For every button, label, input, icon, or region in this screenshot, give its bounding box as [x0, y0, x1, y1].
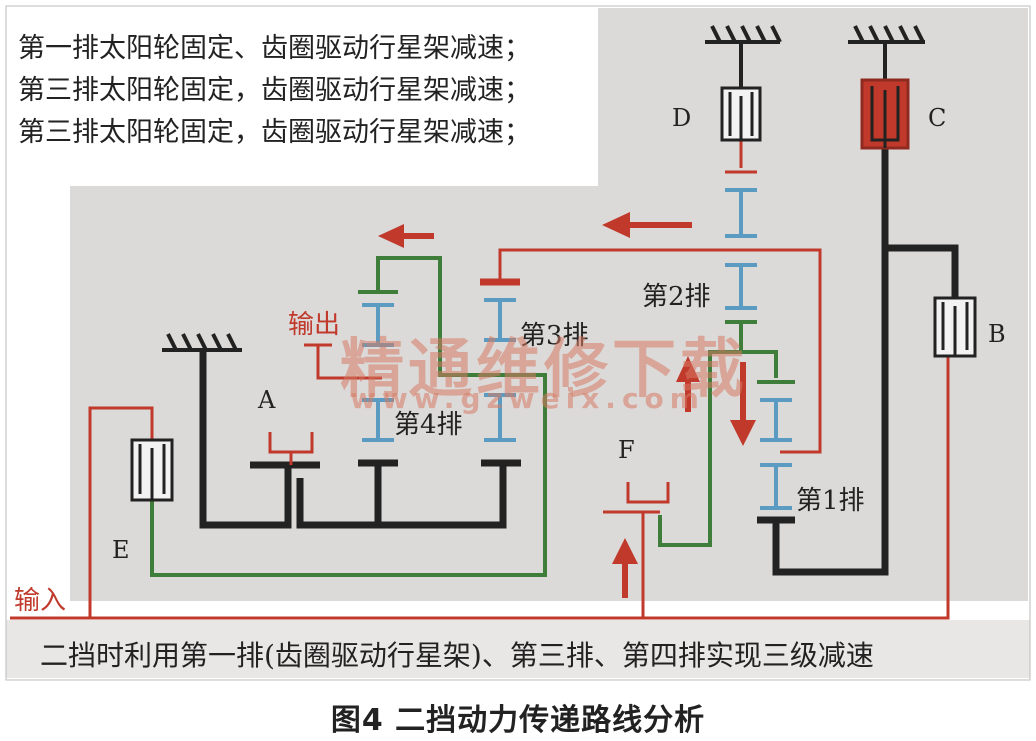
label-row-2: 第2排 [642, 282, 711, 312]
gear-row3 [484, 298, 516, 442]
label-clutch-c: C [928, 104, 947, 132]
brake-c [860, 78, 910, 150]
footer-description: 二挡时利用第一排(齿圈驱动行星架)、第三排、第四排实现三级减速 [40, 639, 874, 672]
label-output: 输出 [288, 310, 341, 340]
label-input: 输入 [14, 586, 67, 616]
brake-d [720, 86, 762, 142]
clutch-f [626, 482, 670, 504]
label-clutch-a: A [258, 386, 276, 414]
label-row-3: 第3排 [520, 321, 589, 351]
watermark-url: www.gzweix.com [350, 382, 705, 415]
label-row-4: 第4排 [394, 410, 463, 440]
flow-arrows [378, 212, 756, 598]
ground-d [705, 25, 782, 88]
label-clutch-d: D [672, 104, 692, 132]
green-paths [150, 256, 795, 577]
note-line-1: 第一排太阳轮固定、齿圈驱动行星架减速； [18, 33, 531, 64]
brake-b [933, 296, 977, 358]
label-clutch-b: B [988, 320, 1006, 348]
gear-row2 [725, 188, 757, 310]
watermark-title: 精通维修下载 [340, 332, 748, 407]
gear-row1 [760, 398, 792, 510]
power-flow-lines [10, 140, 950, 620]
gear-row4 [362, 303, 394, 442]
clutch-e [130, 438, 174, 502]
note-line-3: 第三排太阳轮固定，齿圈驱动行星架减速； [18, 117, 531, 148]
clutch-a [268, 432, 314, 465]
figure-caption: 图4 二挡动力传递路线分析 [330, 703, 706, 738]
label-clutch-f: F [618, 436, 635, 464]
label-row-1: 第1排 [796, 486, 865, 516]
footer-panel [6, 620, 1030, 678]
ground-c [848, 25, 925, 80]
black-shafts [199, 148, 959, 576]
label-clutch-e: E [112, 536, 130, 564]
note-line-2: 第三排太阳轮固定，齿圈驱动行星架减速； [18, 75, 531, 106]
